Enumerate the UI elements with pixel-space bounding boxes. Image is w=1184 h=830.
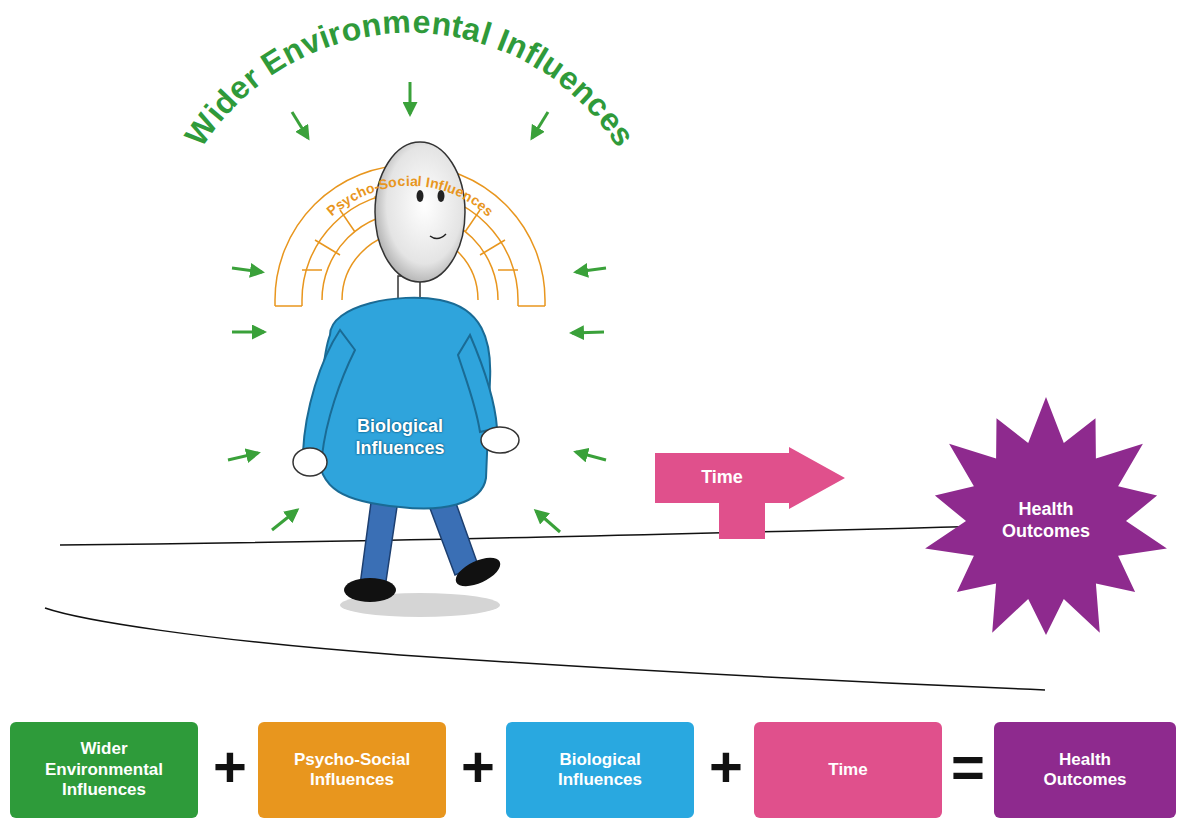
node-text-area: Biological Influences	[325, 405, 475, 471]
leg	[360, 495, 398, 588]
road-line	[45, 608, 1045, 690]
shoe	[344, 578, 396, 602]
plus-sign: +	[212, 738, 248, 796]
head	[375, 142, 465, 282]
node-text-area: Psycho-Social Influences	[258, 722, 446, 818]
box-text: Health Outcomes	[1020, 750, 1150, 791]
node-text: Biological Influences	[329, 416, 471, 459]
eye	[417, 190, 424, 202]
node-text: Time	[701, 467, 743, 489]
equation-box: Wider Environmental Influences	[10, 722, 198, 818]
box-text: Time	[828, 760, 867, 780]
equation-box: Health Outcomes	[994, 722, 1176, 818]
node-text: Health Outcomes	[984, 499, 1108, 542]
outcome-star: Health Outcomes	[920, 395, 1172, 647]
node-text-area: Time	[754, 722, 942, 818]
node-text-area: Wider Environmental Influences	[10, 722, 198, 818]
outcome-star-shape	[925, 397, 1167, 635]
time-arrow-outline	[655, 447, 847, 541]
time-arrow: Time	[655, 447, 847, 541]
influence-arrows	[228, 82, 606, 532]
shoe	[452, 552, 505, 592]
plus-sign: +	[708, 738, 744, 796]
time-arrow-shape	[655, 447, 845, 539]
equation-box: Biological Influences	[506, 722, 694, 818]
road-line	[60, 524, 1060, 545]
box-text: Biological Influences	[532, 750, 668, 791]
smile	[430, 234, 446, 239]
hand	[293, 448, 327, 476]
body	[318, 298, 490, 509]
box-text: Psycho-Social Influences	[284, 750, 420, 791]
arm	[303, 330, 355, 456]
hand	[481, 427, 519, 453]
arm	[458, 335, 497, 432]
equation-box: Psycho-Social Influences	[258, 722, 446, 818]
equals-sign: =	[950, 738, 986, 796]
box-text: Wider Environmental Influences	[36, 739, 172, 800]
body-label-area: Biological Influences	[325, 405, 475, 471]
node-text-area: Health Outcomes	[984, 471, 1108, 571]
plus-sign: +	[460, 738, 496, 796]
equation-box: Time	[754, 722, 942, 818]
node-text-area: Time	[655, 453, 789, 503]
node-text-area: Health Outcomes	[994, 722, 1176, 818]
node-text-area: Biological Influences	[506, 722, 694, 818]
